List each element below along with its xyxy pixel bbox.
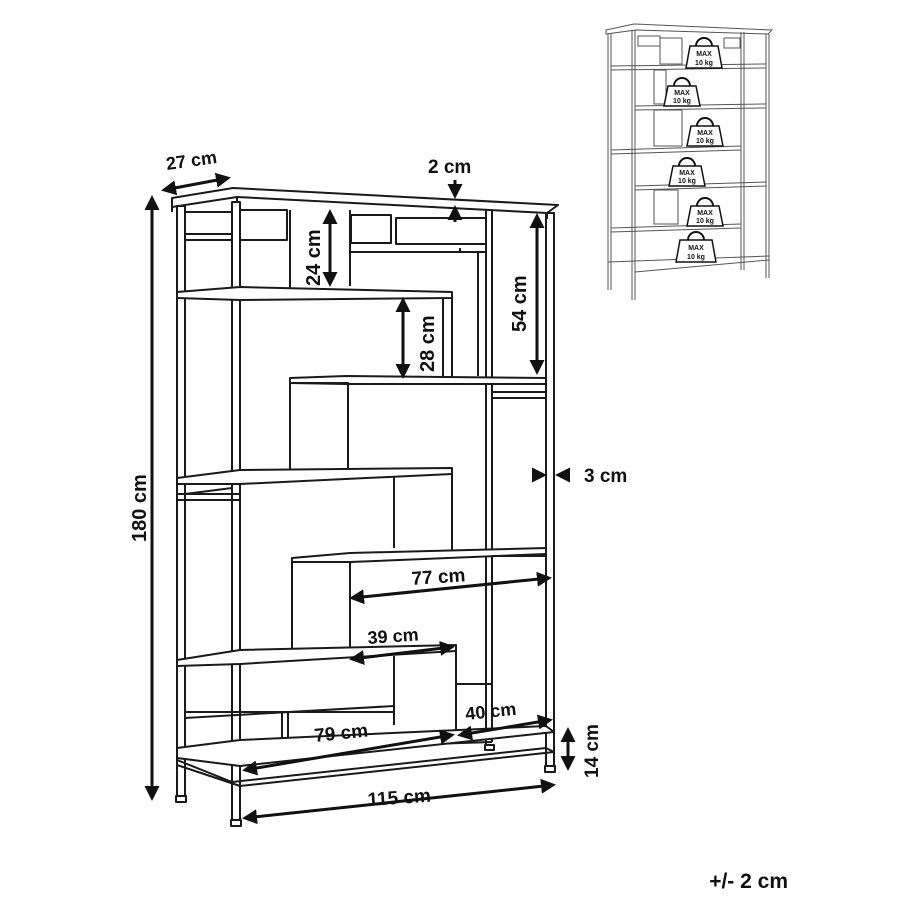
label-width-77: 77 cm (411, 565, 466, 590)
right-front-post (545, 212, 555, 767)
foot-right (544, 765, 556, 773)
shelf-1 (176, 286, 453, 301)
weight-icon-5: MAX 10 kg (686, 197, 724, 227)
svg-text:MAX: MAX (697, 130, 713, 137)
label-height-total: 180 cm (129, 474, 151, 542)
svg-text:MAX: MAX (674, 90, 690, 97)
svg-text:10 kg: 10 kg (673, 98, 691, 105)
shelf-3 (176, 467, 453, 485)
svg-text:MAX: MAX (688, 245, 704, 252)
label-width-39: 39 cm (367, 624, 419, 648)
label-top-thickness: 2 cm (428, 157, 471, 178)
svg-text:10 kg: 10 kg (695, 60, 713, 67)
label-width-total: 115 cm (367, 786, 432, 811)
svg-text:10 kg: 10 kg (696, 138, 714, 145)
top-panel-mid (239, 209, 288, 241)
label-depth: 27 cm (165, 147, 218, 174)
svg-text:MAX: MAX (697, 210, 713, 217)
foot-front (230, 819, 242, 827)
svg-text:10 kg: 10 kg (678, 178, 696, 185)
dimension-arrows (144, 172, 576, 825)
label-width-40: 40 cm (464, 699, 517, 724)
weight-icon-3: MAX 10 kg (686, 117, 724, 147)
load-capacity-thumbnail (605, 23, 774, 300)
box-4 (291, 561, 351, 651)
tolerance-note: +/- 2 cm (709, 870, 788, 893)
label-height-28: 28 cm (417, 315, 439, 372)
weight-icon-2: MAX 10 kg (663, 77, 701, 107)
svg-text:10 kg: 10 kg (687, 254, 705, 261)
label-foot-height: 14 cm (582, 724, 603, 778)
svg-text:10 kg: 10 kg (696, 218, 714, 225)
svg-text:MAX: MAX (679, 170, 695, 177)
weight-icon-1: MAX 10 kg (685, 37, 723, 69)
svg-text:MAX: MAX (696, 51, 712, 58)
top-board (171, 187, 559, 214)
label-height-24: 24 cm (303, 229, 325, 286)
label-height-54: 54 cm (509, 275, 531, 332)
box-2 (289, 382, 349, 474)
top-panel-left (184, 211, 233, 235)
foot-back (484, 744, 495, 751)
weight-icon-6: MAX 10 kg (675, 231, 717, 263)
label-post: 3 cm (584, 466, 627, 487)
top-panel-mid2 (350, 214, 392, 244)
shelf-5 (176, 644, 457, 667)
top-panel-right (395, 217, 487, 245)
foot-left (175, 795, 187, 803)
weight-icon-4: MAX 10 kg (668, 157, 706, 187)
